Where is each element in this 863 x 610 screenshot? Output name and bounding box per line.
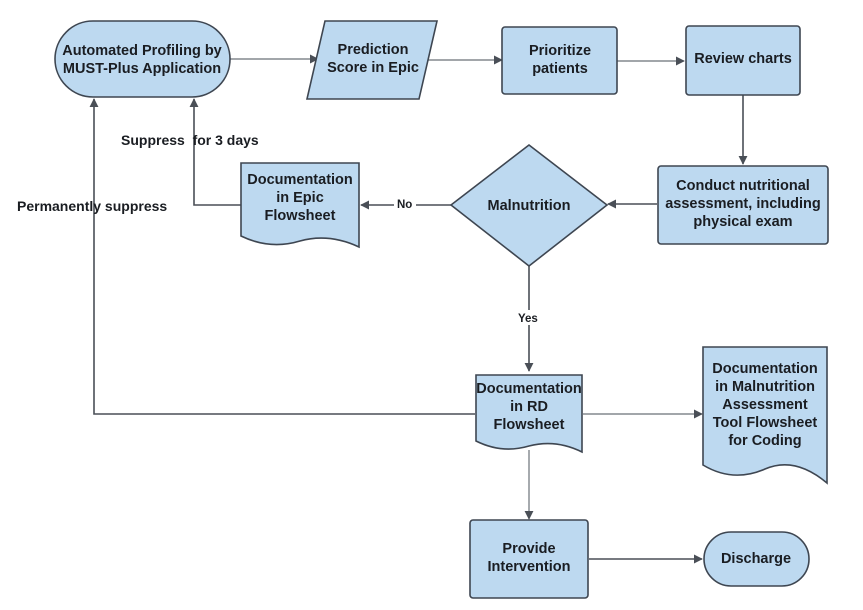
edge-label-permanently-suppress: Permanently suppress — [17, 198, 167, 214]
process-shape — [657, 165, 829, 245]
review-line-1: Review charts — [694, 51, 792, 67]
data-parallelogram-shape — [305, 20, 439, 100]
discharge-line-1: Discharge — [721, 551, 791, 567]
node-conduct[interactable]: Conduct nutritional assessment, includin… — [657, 165, 829, 245]
node-profiling[interactable]: Automated Profiling by MUST-Plus Applica… — [54, 20, 231, 98]
conduct-line-1: Conduct nutritional — [676, 178, 810, 194]
intervention-line-1: Provide — [502, 541, 555, 557]
process-shape — [501, 26, 618, 95]
rd-doc-line-2: in RD — [510, 399, 548, 415]
mat-doc-line-1: Documentation — [712, 361, 818, 377]
malnutrition-line-1: Malnutrition — [488, 198, 571, 214]
prioritize-line-1: Prioritize — [529, 43, 591, 59]
process-shape — [469, 519, 589, 599]
prioritize-line-2: patients — [532, 61, 588, 77]
node-discharge[interactable]: Discharge — [703, 531, 810, 587]
profiling-line-2: MUST-Plus Application — [63, 61, 221, 77]
mat-doc-line-5: for Coding — [728, 433, 801, 449]
rd-doc-line-3: Flowsheet — [494, 417, 565, 433]
decision-diamond-shape — [449, 143, 609, 268]
prediction-line-2: Score in Epic — [327, 60, 419, 76]
edge-label-yes: Yes — [518, 313, 538, 325]
conduct-line-3: physical exam — [693, 214, 792, 230]
node-epic-doc[interactable]: Documentation in Epic Flowsheet — [240, 162, 360, 249]
process-shape — [685, 25, 801, 96]
edge-epicdoc-suppress — [189, 98, 241, 206]
epic-doc-line-2: in Epic — [276, 190, 324, 206]
conduct-line-2: assessment, including — [665, 196, 821, 212]
document-shape — [702, 346, 828, 485]
mat-doc-line-3: Assessment — [722, 397, 808, 413]
document-shape — [475, 374, 583, 454]
edge-label-suppress-3-days: Suppress for 3 days — [121, 132, 259, 148]
mat-doc-line-2: in Malnutrition — [715, 379, 815, 395]
node-rd-doc[interactable]: Documentation in RD Flowsheet — [475, 374, 583, 454]
node-prioritize[interactable]: Prioritize patients — [501, 26, 618, 95]
prediction-line-1: Prediction — [338, 42, 409, 58]
document-shape — [240, 162, 360, 249]
terminal-shape — [703, 531, 810, 587]
no-label-bg — [394, 197, 416, 212]
node-intervention[interactable]: Provide Intervention — [469, 519, 589, 599]
node-review[interactable]: Review charts — [685, 25, 801, 96]
edge-rddoc-permanent-suppress — [89, 98, 475, 415]
yes-label-bg — [516, 310, 542, 325]
edge-label-no: No — [397, 199, 412, 211]
profiling-line-1: Automated Profiling by — [62, 43, 222, 59]
node-prediction[interactable]: Prediction Score in Epic — [305, 20, 439, 100]
mat-doc-line-4: Tool Flowsheet — [713, 415, 818, 431]
rd-doc-line-1: Documentation — [476, 381, 582, 397]
node-mat-doc[interactable]: Documentation in Malnutrition Assessment… — [702, 346, 828, 485]
epic-doc-line-1: Documentation — [247, 172, 353, 188]
node-malnutrition[interactable]: Malnutrition — [449, 143, 609, 268]
terminal-shape — [54, 20, 231, 98]
epic-doc-line-3: Flowsheet — [265, 208, 336, 224]
intervention-line-2: Intervention — [488, 559, 571, 575]
